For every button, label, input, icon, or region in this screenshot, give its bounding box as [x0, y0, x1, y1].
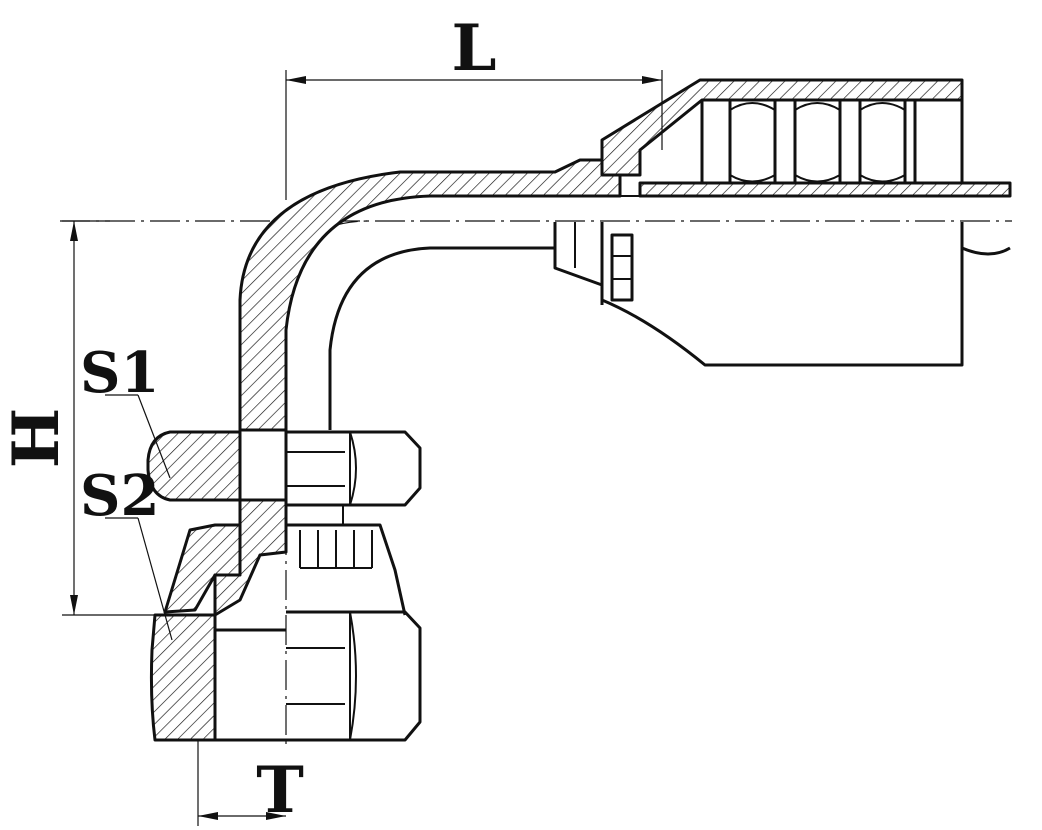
swivel-body [163, 498, 407, 617]
label-s1: S1 [80, 340, 159, 406]
label-h: H [0, 408, 74, 468]
hex-s2 [149, 610, 422, 742]
elbow-tube [238, 158, 1010, 552]
label-t: T [256, 753, 304, 828]
label-l: L [452, 11, 497, 86]
dim-h [62, 220, 160, 616]
leader-s2 [105, 517, 173, 641]
leader-s1 [105, 394, 171, 479]
hex-s1 [146, 430, 422, 507]
dim-l [285, 70, 663, 200]
dim-t [197, 740, 286, 826]
label-s2: S2 [80, 463, 159, 529]
hose-ferrule [553, 78, 1012, 367]
